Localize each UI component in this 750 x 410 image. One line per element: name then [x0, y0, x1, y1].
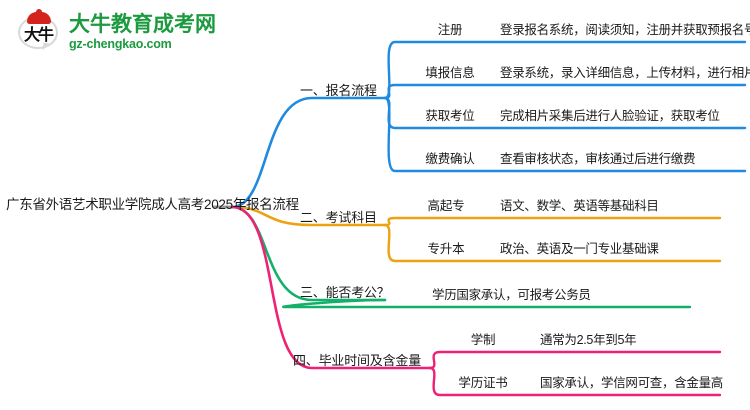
mindmap-leaf-title-1-1[interactable]: 注册	[437, 23, 463, 37]
logo-domain: gz-chengkao.com	[69, 36, 172, 51]
mindmap-branch-label-3[interactable]: 三、能否考公？	[300, 285, 390, 300]
mindmap-leaf-title-2-2[interactable]: 专升本	[427, 242, 465, 256]
mindmap-leaf-title-4-1[interactable]: 学制	[470, 333, 496, 347]
mindmap-leaf-desc-1-2[interactable]: 登录系统，录入详细信息，上传材料，进行相片采集	[500, 66, 750, 80]
connector-line	[383, 40, 747, 100]
connector-line	[383, 223, 722, 263]
mindmap-root-label: 广东省外语艺术职业学院成人高考2025年报名流程	[6, 197, 299, 212]
connector-line	[428, 366, 722, 397]
mindmap-leaf-desc-1-4[interactable]: 查看审核状态，审核通过后进行缴费	[500, 152, 696, 166]
mindmap-leaf-desc-2-2[interactable]: 政治、英语及一门专业基础课	[500, 242, 659, 256]
mindmap-branch-label-2[interactable]: 二、考试科目	[300, 210, 377, 225]
connector-line	[281, 298, 692, 309]
mindmap-branch-label-4[interactable]: 四、毕业时间及含金量	[293, 353, 422, 368]
connector-line	[230, 205, 387, 227]
connector-line	[428, 350, 722, 370]
mindmap-leaf-desc-2-1[interactable]: 语文、数学、英语等基础科目	[500, 199, 659, 213]
mindmap-leaf-title-1-3[interactable]: 获取考位	[425, 109, 475, 123]
logo-text-block: 大牛教育成考网 gz-chengkao.com	[69, 13, 216, 52]
connector-line	[230, 205, 432, 370]
red-cap-icon	[27, 9, 51, 24]
mindmap-leaf-desc-4-1[interactable]: 通常为2.5年到5年	[540, 333, 637, 347]
site-logo: 大牛 大牛教育成考网 gz-chengkao.com	[16, 8, 236, 56]
mindmap-leaf-desc-3-1[interactable]: 学历国家承认，可报考公务员	[432, 288, 591, 302]
connector-line	[230, 96, 387, 209]
connector-line	[383, 216, 722, 227]
mindmap-leaf-title-1-4[interactable]: 缴费确认	[425, 152, 475, 166]
logo-title: 大牛教育成考网	[69, 12, 216, 36]
logo-mark-text: 大牛	[23, 25, 54, 44]
mindmap-leaf-desc-1-3[interactable]: 完成相片采集后进行人脸验证，获取考位	[500, 109, 720, 123]
mindmap-leaf-title-1-2[interactable]: 填报信息	[425, 66, 475, 80]
connector-line	[383, 96, 747, 173]
mindmap-leaf-desc-1-1[interactable]: 登录报名系统，阅读须知，注册并获取预报名号	[500, 23, 750, 37]
mindmap-leaf-title-2-1[interactable]: 高起专	[427, 199, 465, 213]
mindmap-leaf-title-4-2[interactable]: 学历证书	[458, 376, 508, 390]
logo-mark-icon: 大牛	[16, 9, 62, 54]
connector-line	[383, 83, 747, 100]
mindmap-branch-label-1[interactable]: 一、报名流程	[300, 83, 377, 98]
mindmap-leaf-desc-4-2[interactable]: 国家承认，学信网可查，含金量高	[540, 376, 724, 390]
